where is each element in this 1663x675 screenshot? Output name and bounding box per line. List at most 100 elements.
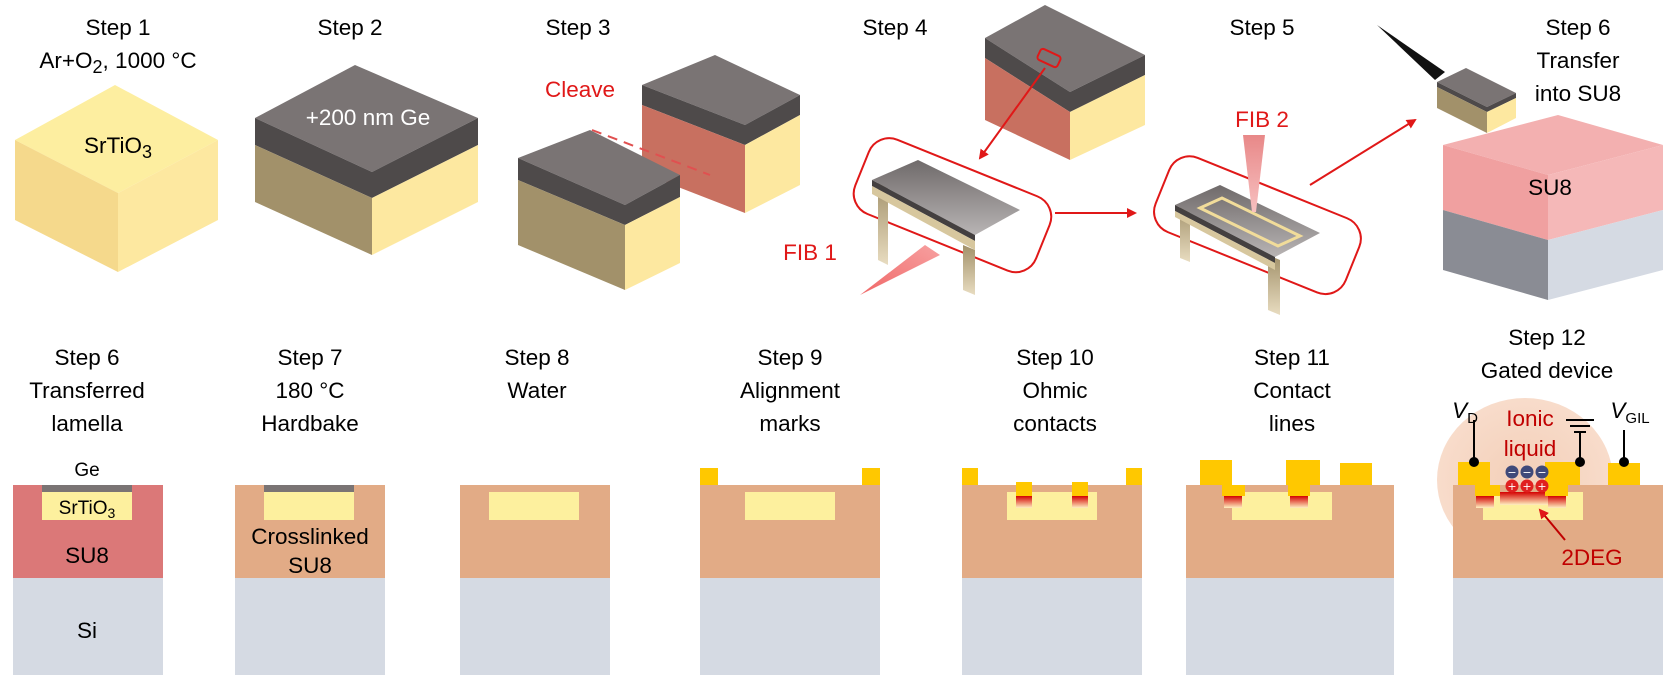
si-block-left <box>1443 210 1548 300</box>
crosslinked-label-2: SU8 <box>288 553 332 578</box>
step4-lamella-top <box>872 160 1020 235</box>
step8-title: Step 8 <box>504 345 569 370</box>
step7-srtio3 <box>264 492 354 520</box>
front-block-substrate-left <box>518 180 625 290</box>
step6-line1: Transfer <box>1537 48 1620 73</box>
cleave-label: Cleave <box>545 77 615 102</box>
step9-line1: Alignment <box>740 378 841 403</box>
vd-label: VD <box>1452 398 1478 427</box>
step4-block-face <box>985 58 1070 160</box>
step4-leg-right <box>963 245 975 295</box>
needle-probe <box>1377 25 1445 80</box>
srtio3-lamella <box>42 492 132 520</box>
step7-line2: Hardbake <box>261 411 359 436</box>
step8-line1: Water <box>507 378 567 403</box>
step12: Step 12 Gated device − − − + + + <box>1437 325 1663 675</box>
cleave-line <box>591 129 711 176</box>
su8-block-right <box>1548 145 1663 240</box>
step11-title: Step 11 <box>1254 345 1330 370</box>
fib2-label: FIB 2 <box>1235 107 1289 132</box>
ge-label: Ge <box>74 460 99 481</box>
step7-line1: 180 °C <box>275 378 344 403</box>
lamella-chip-side <box>1437 87 1487 133</box>
back-block-top <box>642 55 800 125</box>
front-block-top <box>518 130 680 205</box>
step4-lamella-edge <box>872 180 975 241</box>
step7-ge <box>264 485 354 492</box>
cation <box>1520 479 1534 493</box>
step12-ohmic-right <box>1548 496 1566 508</box>
anion <box>1520 465 1534 479</box>
ground-terminal <box>1575 457 1585 467</box>
su8-label: SU8 <box>65 543 109 568</box>
vgil-label: VGIL <box>1610 398 1649 427</box>
step7: Step 7 180 °C Hardbake Crosslinked SU8 <box>235 345 385 675</box>
step6-title: Step 6 <box>1545 15 1610 40</box>
step8-si <box>460 578 610 675</box>
step11-ohmic-right <box>1290 496 1308 508</box>
step5-lamella-outline <box>1153 155 1362 296</box>
lamella-chip-substrate <box>1487 98 1516 133</box>
step10-mark-right <box>1126 468 1142 485</box>
step5: Step 5 FIB 2 <box>1153 15 1417 315</box>
cation <box>1505 479 1519 493</box>
substrate-right <box>372 145 478 255</box>
step12-si <box>1453 578 1663 675</box>
srtio3-label: SrTiO3 <box>84 133 152 162</box>
svg-text:−: − <box>1522 466 1531 479</box>
step6-line2: into SU8 <box>1535 81 1621 106</box>
step4-lamella-sto <box>872 186 975 250</box>
step12-title: Step 12 <box>1508 325 1586 350</box>
step6b-title: Step 6 <box>54 345 119 370</box>
step5-leg-right <box>1268 255 1280 315</box>
front-block-left <box>518 158 625 225</box>
back-block-substrate <box>745 115 800 213</box>
lamella-chip-top <box>1437 68 1516 107</box>
step11-line2: lines <box>1269 411 1315 436</box>
svg-text:+: + <box>1522 480 1531 493</box>
front-block-right <box>625 175 680 225</box>
ionic-liquid-label-1: Ionic <box>1506 406 1554 431</box>
step4: Step 4 FIB 1 <box>783 5 1145 295</box>
su8-block-top <box>1443 115 1663 175</box>
step12-contact-left <box>1458 462 1500 496</box>
step5-to-step6-arrow <box>1309 118 1417 186</box>
step4-block-top <box>985 5 1145 92</box>
srtio3-small-label: SrTiO3 <box>59 498 116 521</box>
ohmic-contact-left <box>1016 482 1032 496</box>
ge-right-side <box>372 118 478 198</box>
step9-title: Step 9 <box>757 345 822 370</box>
step8: Step 8 Water <box>460 345 610 675</box>
step9-si <box>700 578 880 675</box>
svg-text:−: − <box>1537 466 1546 479</box>
step10-line1: Ohmic <box>1022 378 1087 403</box>
ge-cap <box>42 485 132 492</box>
step8-ge-removed <box>489 485 579 492</box>
step11: Step 11 Contact lines <box>1186 345 1394 675</box>
step12-contact-right <box>1545 462 1580 496</box>
step2-title: Step 2 <box>317 15 382 40</box>
step4-block-substrate <box>1070 75 1145 160</box>
ohmic-contact-right <box>1072 482 1088 496</box>
lamella-chip-edge-right <box>1487 93 1516 112</box>
su8-top-label: SU8 <box>1528 175 1572 200</box>
step5-cut-pattern <box>1196 196 1304 248</box>
step9-line2: marks <box>759 411 820 436</box>
ge-left-side <box>255 118 372 198</box>
step10-line2: contacts <box>1013 411 1097 436</box>
crosslinked-label-1: Crosslinked <box>251 524 369 549</box>
step7-title: Step 7 <box>277 345 342 370</box>
step5-lamella-sto <box>1175 211 1275 270</box>
step9: Step 9 Alignment marks <box>700 345 880 675</box>
step2: Step 2 +200 nm Ge <box>255 15 478 255</box>
step4-title: Step 4 <box>862 15 927 40</box>
step5-title: Step 5 <box>1229 15 1294 40</box>
srtio3-cube-left <box>15 140 118 272</box>
step9-srtio3 <box>745 492 835 520</box>
cation <box>1535 479 1549 493</box>
step11-srtio3 <box>1232 492 1332 520</box>
step10-si <box>962 578 1142 675</box>
step1-condition: Ar+O2, 1000 °C <box>39 48 196 77</box>
contact-line-right <box>1286 460 1320 496</box>
